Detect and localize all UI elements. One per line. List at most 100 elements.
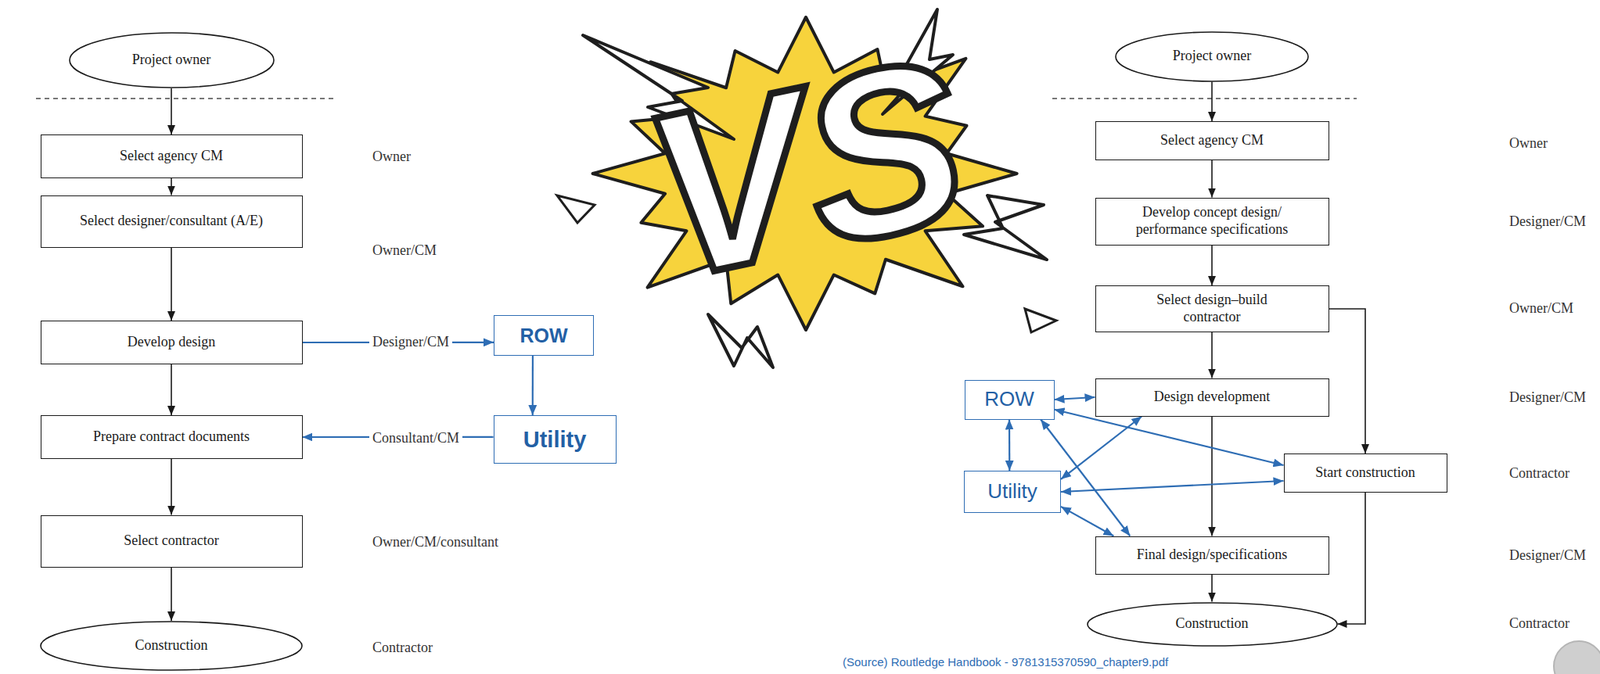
node-label: Project owner <box>1172 47 1252 65</box>
source-note: (Source) Routledge Handbook - 9781315370… <box>842 655 1169 670</box>
node-text-group: Select agency CM <box>1160 132 1264 150</box>
node-label: Construction <box>1175 615 1249 633</box>
node-label: Final design/specifications <box>1136 546 1288 565</box>
flow-arrow <box>170 568 173 623</box>
node-text-group: Construction <box>135 637 209 655</box>
node-label: Construction <box>135 637 209 655</box>
flow-arrow <box>170 248 173 322</box>
row-box: ROW <box>964 380 1055 421</box>
node-label: Utility <box>987 479 1038 504</box>
flow-arrow <box>170 364 173 416</box>
dashed-divider <box>1052 97 1357 100</box>
process-box: Select agency CM <box>1095 121 1330 161</box>
flow-arrow <box>1337 492 1367 625</box>
process-box: Develop design <box>40 320 303 365</box>
node-label: Start construction <box>1315 464 1415 482</box>
node-label: Prepare contract documents <box>93 428 250 446</box>
node-text-group: Select design–build contractor <box>1137 291 1287 326</box>
node-label: Select agency CM <box>119 147 223 166</box>
node-text-group: Design development <box>1154 388 1270 407</box>
flow-arrow <box>1329 309 1367 454</box>
vs-burst <box>593 17 1018 331</box>
role-label: Contractor <box>369 640 436 658</box>
process-box: Prepare contract documents <box>40 415 303 460</box>
flow-arrow <box>170 88 173 135</box>
node-text-group: Project owner <box>132 51 211 69</box>
node-text-group: Construction <box>1175 615 1249 633</box>
node-label: ROW <box>519 323 568 348</box>
role-label: Consultant/CM <box>369 430 463 448</box>
node-text-group: Project owner <box>1172 47 1252 65</box>
burst-shape <box>593 17 1018 331</box>
ellipse-shape <box>69 32 274 88</box>
role-label: Owner/CM <box>1506 300 1577 318</box>
node-label: Select contractor <box>123 532 219 551</box>
node-text-group: Develop concept design/ performance spec… <box>1110 204 1314 238</box>
node-label: Select agency CM <box>1160 132 1264 150</box>
role-label: Designer/CM <box>1506 389 1590 407</box>
flow-arrow <box>170 178 173 196</box>
burst-shard <box>1024 309 1057 333</box>
start-ellipse: Project owner <box>68 32 275 89</box>
node-text-group: Select designer/consultant (A/E) <box>79 212 263 231</box>
node-text-group: Utility <box>987 479 1038 504</box>
flow-arrow <box>1211 332 1213 379</box>
node-label: Design development <box>1154 388 1270 407</box>
ellipse-shape <box>40 622 303 671</box>
node-text-group: Utility <box>523 426 587 454</box>
process-box: Final design/specifications <box>1095 536 1330 576</box>
flow-arrow <box>1211 160 1213 198</box>
versus-text: VS <box>628 21 984 317</box>
flow-arrow <box>1054 397 1096 400</box>
role-label: Designer/CM <box>1506 547 1590 565</box>
node-text-group: Select contractor <box>123 532 219 551</box>
flow-arrow <box>532 355 534 416</box>
process-box: Develop concept design/ performance spec… <box>1095 197 1330 246</box>
process-box: Design development <box>1095 378 1330 418</box>
role-label: Owner/CM/consultant <box>369 534 502 552</box>
flow-arrow <box>1211 82 1213 123</box>
node-text-group: Develop design <box>127 334 216 352</box>
node-label: ROW <box>984 387 1035 412</box>
role-label: Contractor <box>1506 615 1573 633</box>
flow-arrow <box>170 459 173 516</box>
role-label: Owner <box>369 148 414 166</box>
node-label: Project owner <box>132 51 211 69</box>
row-box: ROW <box>493 315 594 356</box>
node-text-group: Start construction <box>1315 464 1415 482</box>
end-ellipse: Construction <box>39 621 303 672</box>
node-text-group: Select agency CM <box>119 147 223 166</box>
role-label: Designer/CM <box>1506 213 1590 231</box>
utility-box: Utility <box>493 415 617 464</box>
process-box: Select designer/consultant (A/E) <box>40 195 303 249</box>
node-label: Utility <box>523 426 587 454</box>
end-ellipse: Construction <box>1086 602 1338 648</box>
flow-arrow <box>1008 420 1011 472</box>
lightning-bolt <box>708 314 774 368</box>
node-label: Select designer/consultant (A/E) <box>79 212 263 231</box>
ellipse-shape <box>1087 603 1338 647</box>
node-text-group: Final design/specifications <box>1136 546 1288 565</box>
start-ellipse: Project owner <box>1114 31 1309 83</box>
flow-arrow <box>1060 417 1142 480</box>
node-label: Develop design <box>127 334 216 352</box>
flow-arrow <box>1211 417 1213 537</box>
flow-arrow <box>1211 245 1213 287</box>
logo-circle <box>1553 641 1600 674</box>
role-label: Designer/CM <box>369 334 453 352</box>
flow-arrow <box>1060 506 1114 537</box>
burst-shard <box>557 195 595 223</box>
role-label: Owner/CM <box>369 242 440 260</box>
role-label: Owner <box>1506 135 1551 153</box>
role-label: Contractor <box>1506 465 1573 483</box>
ellipse-shape <box>1115 32 1309 82</box>
node-label: Develop concept design/ performance spec… <box>1110 204 1314 238</box>
node-label: Select design–build contractor <box>1137 291 1287 326</box>
node-text-group: Prepare contract documents <box>93 428 250 446</box>
process-box: Select contractor <box>40 515 303 569</box>
dashed-divider <box>35 97 337 100</box>
process-box: Select design–build contractor <box>1095 285 1330 333</box>
process-box: Select agency CM <box>40 134 303 179</box>
flow-arrow <box>1060 481 1284 493</box>
node-text-group: ROW <box>984 387 1035 412</box>
